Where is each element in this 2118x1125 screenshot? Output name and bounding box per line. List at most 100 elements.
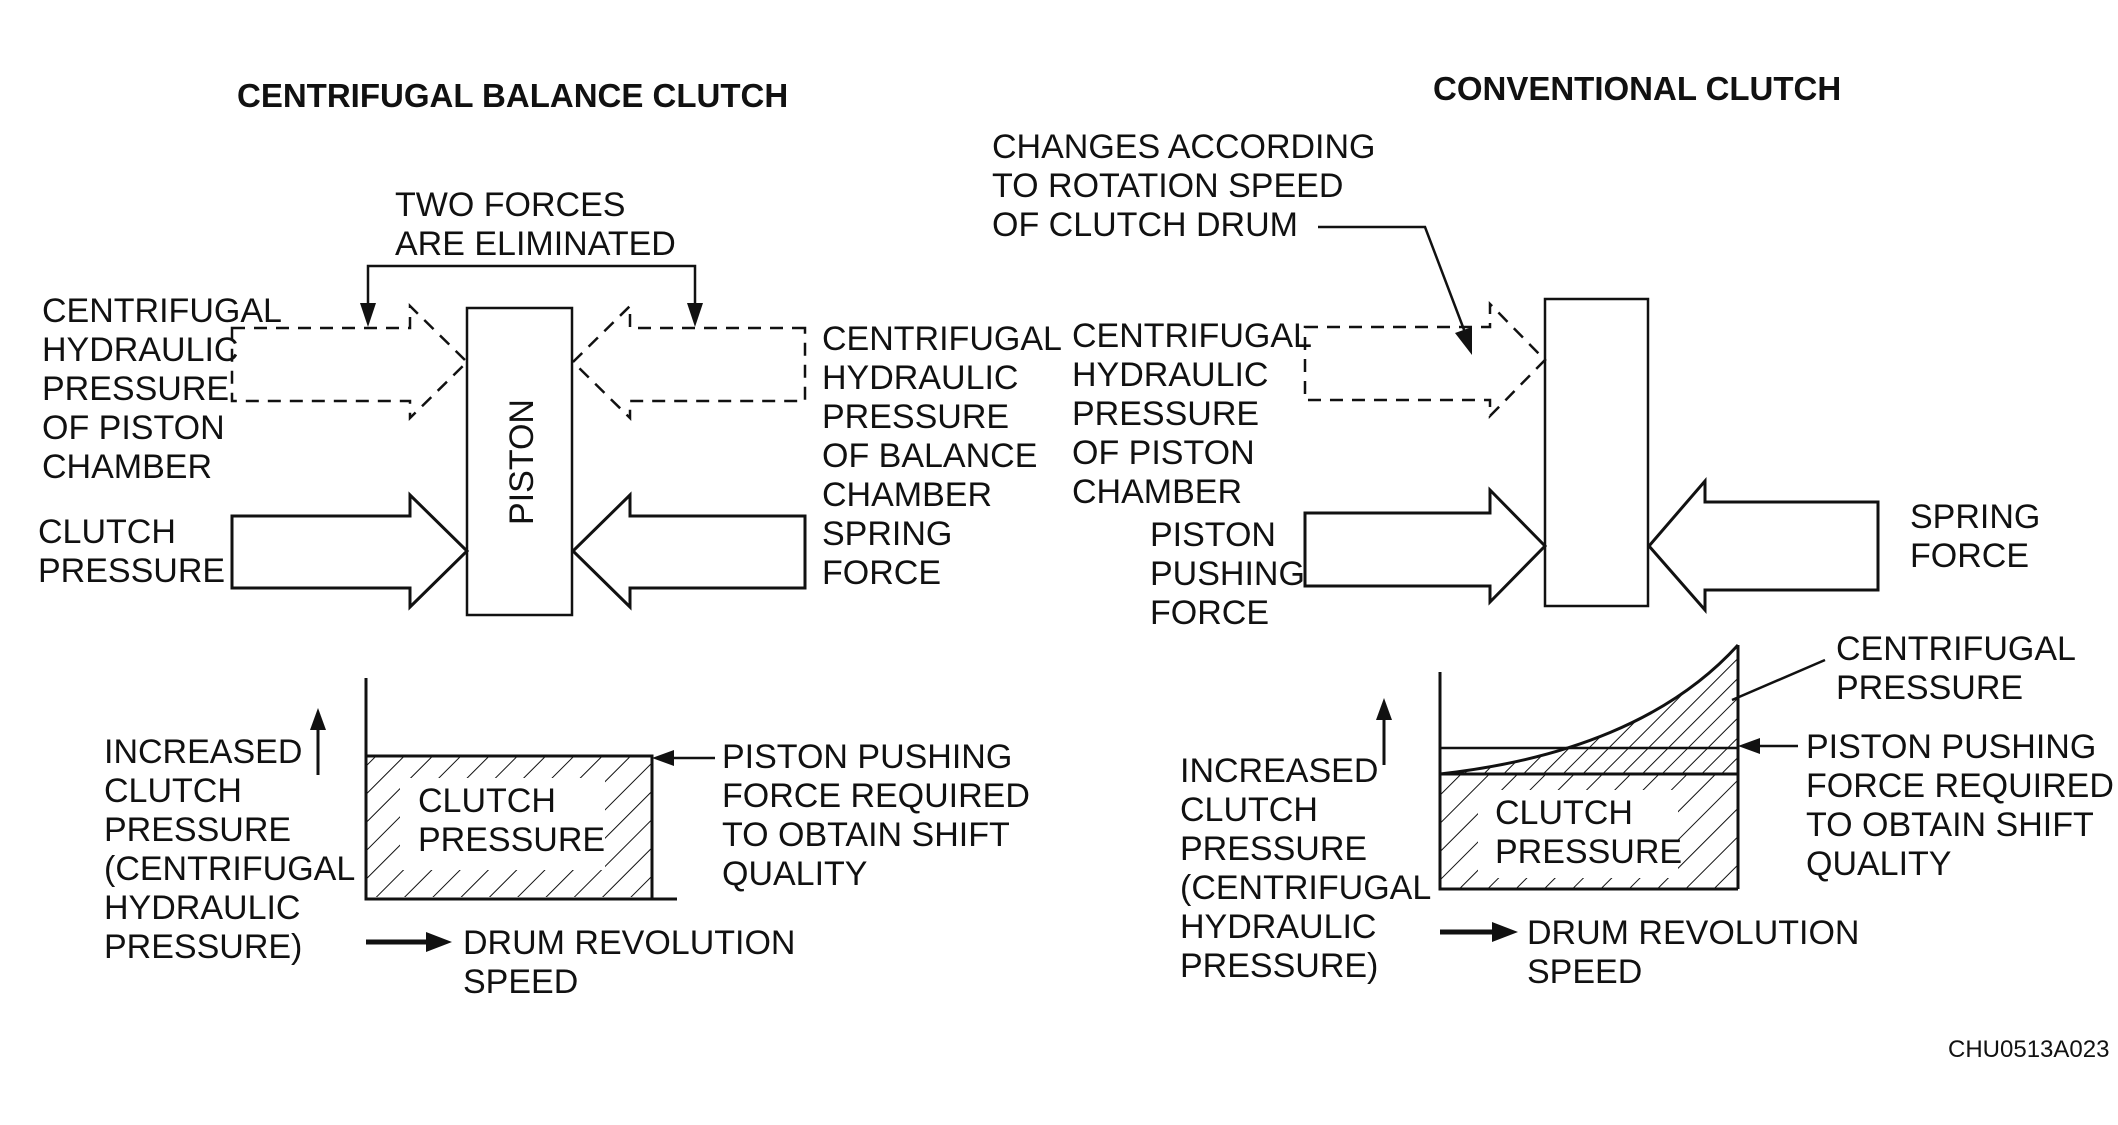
svg-text:PRESSURE: PRESSURE [822,398,1009,436]
conventional-graph-axes [1438,672,1738,891]
note-pointer [1318,225,1468,336]
balance-chamber-pressure-arrow [571,303,807,421]
svg-text:PRESSURE: PRESSURE [42,370,229,408]
svg-text:CLUTCH: CLUTCH [38,513,176,551]
svg-text:TO ROTATION SPEED: TO ROTATION SPEED [992,167,1343,205]
svg-text:PRESSURE): PRESSURE) [1180,947,1378,985]
conventional-x-axis-label-line2: SPEED [1527,953,1642,991]
svg-text:FORCE REQUIRED: FORCE REQUIRED [722,777,1030,815]
svg-text:OF PISTON: OF PISTON [1072,434,1255,472]
svg-text:FORCE: FORCE [822,554,941,592]
svg-text:OF BALANCE: OF BALANCE [822,437,1037,475]
clutch-pressure-outline [366,754,654,899]
balance-chamber-label: CENTRIFUGAL HYDRAULIC PRESSURE OF BALANC… [822,320,1062,514]
svg-text:INCREASED: INCREASED [1180,752,1378,790]
conventional-shift-quality-callout: PISTON PUSHING FORCE REQUIRED TO OBTAIN … [1806,728,2114,883]
centrifugal-pressure-region [1440,645,1738,774]
clutch-pressure-arrow [230,491,470,611]
svg-text:FORCE: FORCE [1150,594,1269,632]
svg-text:SPRING: SPRING [1910,498,2040,536]
svg-text:CENTRIFUGAL: CENTRIFUGAL [822,320,1062,358]
svg-text:HYDRAULIC: HYDRAULIC [42,331,238,369]
shift-quality-callout: PISTON PUSHING FORCE REQUIRED TO OBTAIN … [722,738,1030,893]
svg-text:CHAMBER: CHAMBER [42,448,212,486]
svg-text:HYDRAULIC: HYDRAULIC [822,359,1018,397]
conventional-clutch-section: CONVENTIONAL CLUTCH CHANGES ACCORDING TO… [992,70,2114,991]
x-axis-label-line1: DRUM REVOLUTION [463,924,795,962]
svg-text:FORCE: FORCE [1910,537,2029,575]
piston-block [465,306,574,617]
piston-pushing-arrow [1303,486,1548,606]
svg-text:OF PISTON: OF PISTON [42,409,225,447]
conventional-spring-force-label: SPRING FORCE [1910,498,2040,575]
conventional-x-axis-label-line1: DRUM REVOLUTION [1527,914,1859,952]
conventional-piston-chamber-label: CENTRIFUGAL HYDRAULIC PRESSURE OF PISTON… [1072,317,1312,511]
svg-text:CLUTCH: CLUTCH [1180,791,1318,829]
conventional-clutch-graph: CLUTCH PRESSURE INCREASED CLUTCH PRESSUR… [1180,630,2114,991]
eliminated-bracket [366,264,697,312]
svg-text:TO OBTAIN SHIFT: TO OBTAIN SHIFT [722,816,1010,854]
spring-force-arrow [570,491,807,611]
svg-text:PRESSURE: PRESSURE [104,811,291,849]
region-label-line2: PRESSURE [418,821,605,859]
svg-text:CENTRIFUGAL: CENTRIFUGAL [42,292,282,330]
centrifugal-callout-pointer [1731,658,1826,702]
svg-text:PRESSURE: PRESSURE [1836,669,2023,707]
graph-axes [364,678,677,901]
balance-clutch-title: CENTRIFUGAL BALANCE CLUTCH [237,77,788,114]
piston-chamber-label: CENTRIFUGAL HYDRAULIC PRESSURE OF PISTON… [42,292,282,486]
svg-text:TO OBTAIN SHIFT: TO OBTAIN SHIFT [1806,806,2094,844]
svg-text:HYDRAULIC: HYDRAULIC [1180,908,1376,946]
conventional-y-axis-label: INCREASED CLUTCH PRESSURE (CENTRIFUGAL H… [1180,752,1431,985]
conventional-region-label-line2: PRESSURE [1495,833,1682,871]
clutch-pressure-label: CLUTCH PRESSURE [38,513,225,590]
svg-text:FORCE REQUIRED: FORCE REQUIRED [1806,767,2114,805]
conventional-spring-arrow [1647,476,1880,614]
piston-label: PISTON [503,399,541,525]
conventional-clutch-title: CONVENTIONAL CLUTCH [1433,70,1841,107]
svg-text:QUALITY: QUALITY [722,855,867,893]
bracket-arrowhead-right [687,303,703,327]
svg-text:CENTRIFUGAL: CENTRIFUGAL [1072,317,1312,355]
centrifugal-curve [1439,643,1740,776]
svg-text:CHAMBER: CHAMBER [822,476,992,514]
svg-text:HYDRAULIC: HYDRAULIC [1072,356,1268,394]
conventional-piston-chamber-arrow [1303,300,1547,420]
svg-text:PRESSURE): PRESSURE) [104,928,302,966]
centrifugal-pressure-callout: CENTRIFUGAL PRESSURE [1836,630,2076,707]
svg-text:PRESSURE: PRESSURE [1180,830,1367,868]
x-axis-label-line2: SPEED [463,963,578,1001]
spring-force-label: SPRING FORCE [822,515,952,592]
conventional-piston-block [1543,297,1650,608]
svg-text:CHAMBER: CHAMBER [1072,473,1242,511]
balance-clutch-graph: CLUTCH PRESSURE INCREASED CLUTCH PRESSUR… [104,678,1030,1001]
figure-code: CHU0513A023 [1948,1036,2109,1063]
piston-pushing-force-label: PISTON PUSHING FORCE [1150,516,1305,632]
svg-text:HYDRAULIC: HYDRAULIC [104,889,300,927]
two-forces-note-line2: ARE ELIMINATED [395,225,676,263]
svg-text:INCREASED: INCREASED [104,733,302,771]
svg-text:PRESSURE: PRESSURE [38,552,225,590]
svg-text:(CENTRIFUGAL: (CENTRIFUGAL [104,850,355,888]
y-axis-label: INCREASED CLUTCH PRESSURE (CENTRIFUGAL H… [104,733,355,966]
bracket-arrowhead-left [360,303,376,327]
piston-chamber-pressure-arrow [230,303,469,421]
svg-text:PISTON PUSHING: PISTON PUSHING [1806,728,2096,766]
two-forces-note-line1: TWO FORCES [395,186,625,224]
balance-clutch-section: CENTRIFUGAL BALANCE CLUTCH TWO FORCES AR… [38,77,1062,1001]
svg-text:QUALITY: QUALITY [1806,845,1951,883]
svg-text:(CENTRIFUGAL: (CENTRIFUGAL [1180,869,1431,907]
region-label-line1: CLUTCH [418,782,556,820]
svg-text:CHANGES ACCORDING: CHANGES ACCORDING [992,128,1376,166]
svg-text:OF CLUTCH DRUM: OF CLUTCH DRUM [992,206,1298,244]
svg-text:PRESSURE: PRESSURE [1072,395,1259,433]
svg-text:SPRING: SPRING [822,515,952,553]
svg-text:PUSHING: PUSHING [1150,555,1305,593]
rotation-speed-note: CHANGES ACCORDING TO ROTATION SPEED OF C… [992,128,1376,244]
svg-text:PISTON: PISTON [1150,516,1276,554]
svg-text:PISTON PUSHING: PISTON PUSHING [722,738,1012,776]
conventional-region-label-line1: CLUTCH [1495,794,1633,832]
svg-text:CENTRIFUGAL: CENTRIFUGAL [1836,630,2076,668]
